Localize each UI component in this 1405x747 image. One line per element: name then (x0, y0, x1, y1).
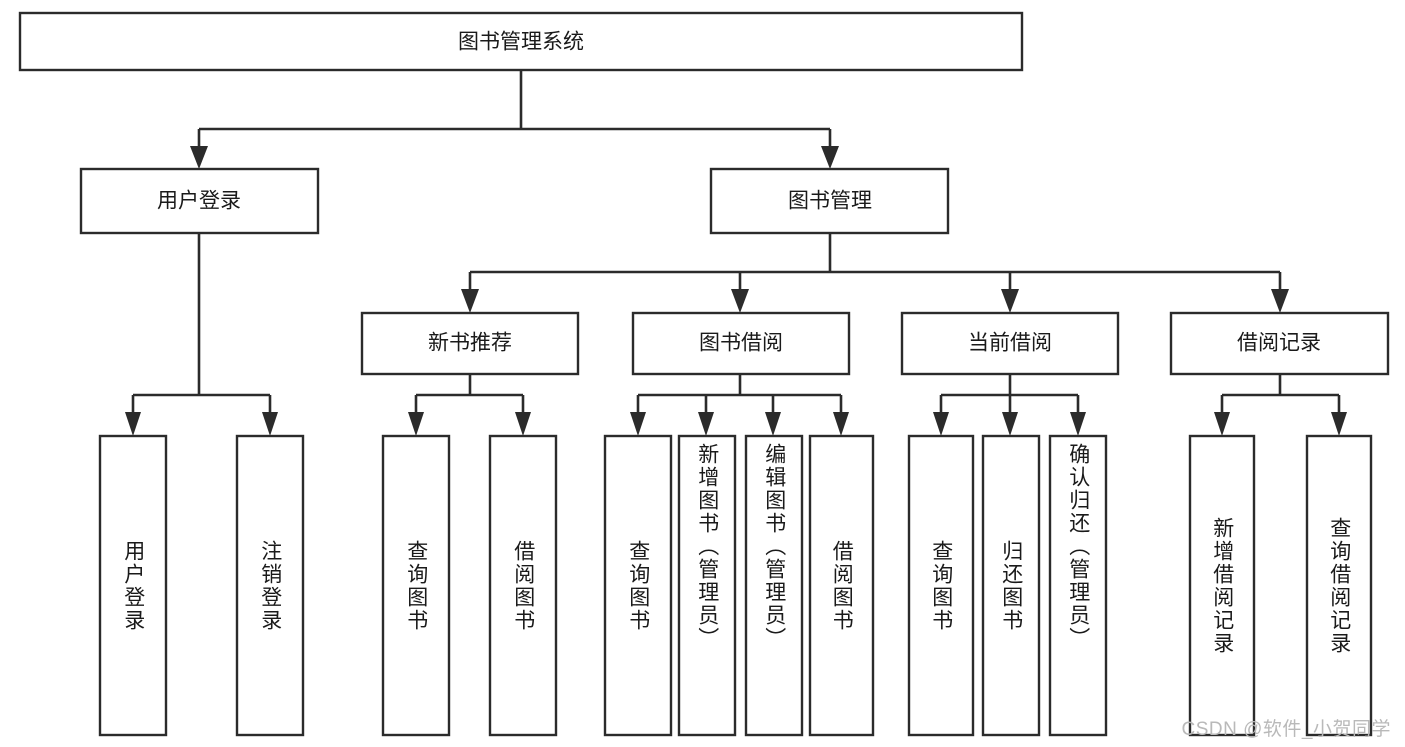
node-leaf-add-book[interactable] (677, 434, 737, 737)
arrow-icon-to-new-book-recommend (461, 289, 479, 313)
arrow-icon-to-leaf-confirm-return (1070, 412, 1086, 436)
connector-group-user-login-to-leaves (125, 233, 278, 436)
node-leaf-borrow-book-2[interactable] (808, 434, 875, 737)
node-current-borrow-label: 当前借阅 (968, 332, 1052, 355)
node-new-book-recommend-label: 新书推荐 (428, 332, 512, 355)
connector-group-current-borrow-to-leaves (933, 374, 1086, 436)
node-new-book-recommend[interactable] (360, 311, 580, 376)
arrow-icon-to-leaf-borrow-book-1 (515, 412, 531, 436)
node-leaf-query-book-2[interactable] (603, 434, 673, 737)
arrow-icon-to-book-management (821, 146, 839, 169)
node-leaf-edit-book[interactable] (744, 434, 804, 737)
connector-group-book-management-to-level3 (461, 233, 1289, 313)
node-leaf-add-record[interactable] (1188, 434, 1256, 737)
node-root[interactable] (18, 11, 1024, 72)
arrow-icon-to-leaf-query-book-2 (630, 412, 646, 436)
connector-group-borrow-record-to-leaves (1214, 374, 1347, 436)
node-book-management-label: 图书管理 (788, 190, 872, 213)
arrow-icon-to-leaf-query-record (1331, 412, 1347, 436)
arrow-icon-to-user-login (190, 146, 208, 169)
node-user-login[interactable] (79, 167, 320, 235)
node-root-label: 图书管理系统 (458, 31, 584, 54)
node-leaf-user-login[interactable] (98, 434, 168, 737)
node-leaf-logout[interactable] (235, 434, 305, 737)
connector-group-root-to-level2 (190, 70, 839, 169)
node-leaf-query-book-1[interactable] (381, 434, 451, 737)
node-user-login-label: 用户登录 (157, 190, 241, 213)
arrow-icon-to-leaf-logout (262, 412, 278, 436)
node-leaf-query-book-3[interactable] (907, 434, 975, 737)
arrow-icon-to-book-borrow (731, 289, 749, 313)
arrow-icon-to-leaf-add-book (698, 412, 714, 436)
arrow-icon-to-leaf-return-book (1002, 412, 1018, 436)
connector-group-new-book-recommend-to-leaves (408, 374, 531, 436)
arrow-icon-to-leaf-query-book-1 (408, 412, 424, 436)
node-book-borrow-label: 图书借阅 (699, 332, 783, 355)
node-leaf-confirm-return[interactable] (1048, 434, 1108, 737)
arrow-icon-to-current-borrow (1001, 289, 1019, 313)
node-borrow-record[interactable] (1169, 311, 1390, 376)
arrow-icon-to-borrow-record (1271, 289, 1289, 313)
arrow-icon-to-leaf-query-book-3 (933, 412, 949, 436)
arrow-icon-to-leaf-edit-book (765, 412, 781, 436)
arrow-icon-to-leaf-user-login (125, 412, 141, 436)
arrow-icon-to-leaf-borrow-book-2 (833, 412, 849, 436)
node-leaf-query-record[interactable] (1305, 434, 1373, 737)
watermark-text: CSDN @软件_小贺同学 (1181, 719, 1391, 740)
node-book-borrow[interactable] (631, 311, 851, 376)
node-current-borrow[interactable] (900, 311, 1120, 376)
node-leaf-borrow-book-1[interactable] (488, 434, 558, 737)
node-book-management[interactable] (709, 167, 950, 235)
connector-group-book-borrow-to-leaves (630, 374, 849, 436)
node-leaf-return-book[interactable] (981, 434, 1041, 737)
node-borrow-record-label: 借阅记录 (1237, 332, 1321, 355)
arrow-icon-to-leaf-add-record (1214, 412, 1230, 436)
